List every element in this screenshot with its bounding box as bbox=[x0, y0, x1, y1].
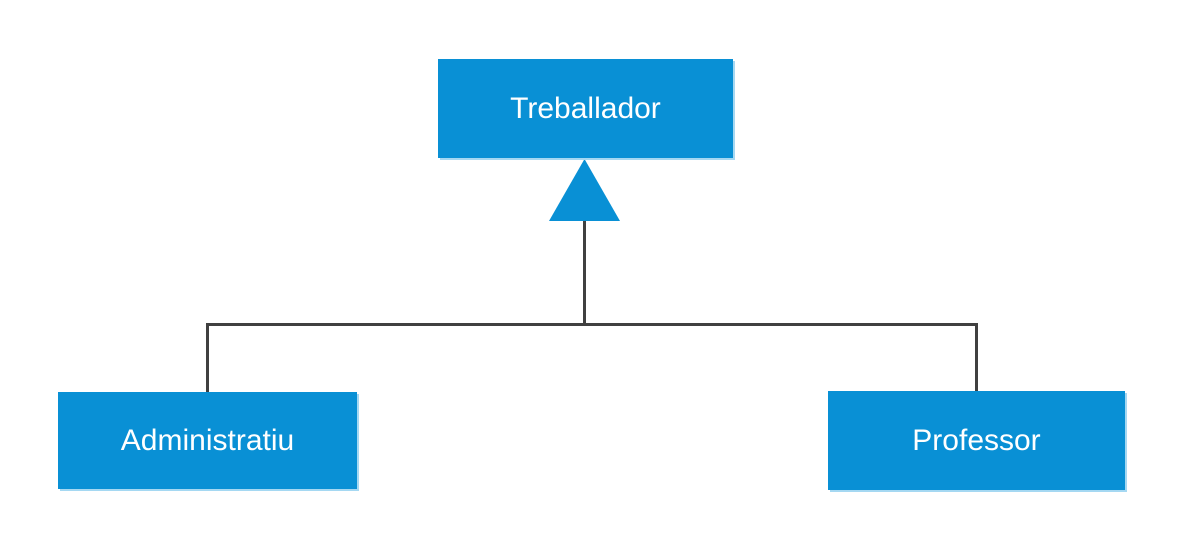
connector-branches bbox=[206, 323, 978, 392]
node-parent: Treballador bbox=[438, 59, 733, 158]
node-child-administratiu: Administratiu bbox=[58, 392, 357, 489]
inheritance-arrow-icon bbox=[549, 159, 620, 221]
node-child-left-label: Administratiu bbox=[120, 423, 295, 457]
node-parent-label: Treballador bbox=[510, 91, 661, 125]
node-child-professor: Professor bbox=[828, 391, 1125, 490]
node-child-right-label: Professor bbox=[912, 423, 1041, 457]
